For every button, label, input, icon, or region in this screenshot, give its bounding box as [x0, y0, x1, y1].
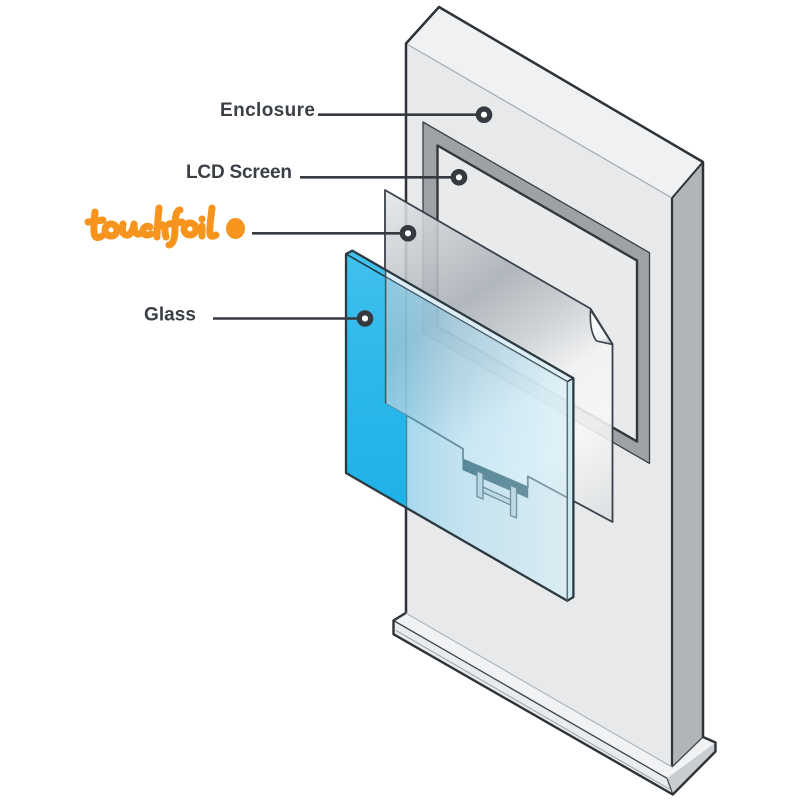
svg-text:LCD Screen: LCD Screen	[186, 162, 292, 183]
svg-text:Enclosure: Enclosure	[220, 100, 315, 121]
svg-text:Glass: Glass	[144, 305, 196, 326]
